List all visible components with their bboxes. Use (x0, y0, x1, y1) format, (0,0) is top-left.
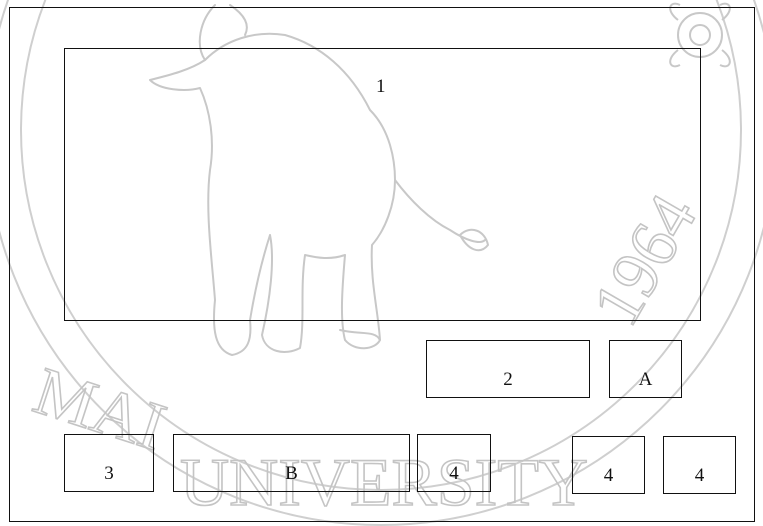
box-b: B (173, 434, 410, 492)
box-2-label: 2 (503, 370, 513, 389)
box-2: 2 (426, 340, 590, 398)
box-4a: 4 (417, 434, 491, 492)
box-3-label: 3 (104, 464, 114, 483)
box-4b-label: 4 (604, 466, 614, 485)
box-4b: 4 (572, 436, 645, 494)
box-a: A (609, 340, 682, 398)
box-1-label: 1 (376, 77, 386, 96)
box-3: 3 (64, 434, 154, 492)
box-4a-label: 4 (449, 464, 459, 483)
box-4c-label: 4 (695, 466, 705, 485)
box-b-label: B (285, 464, 298, 483)
box-a-label: A (639, 370, 653, 389)
box-4c: 4 (663, 436, 736, 494)
